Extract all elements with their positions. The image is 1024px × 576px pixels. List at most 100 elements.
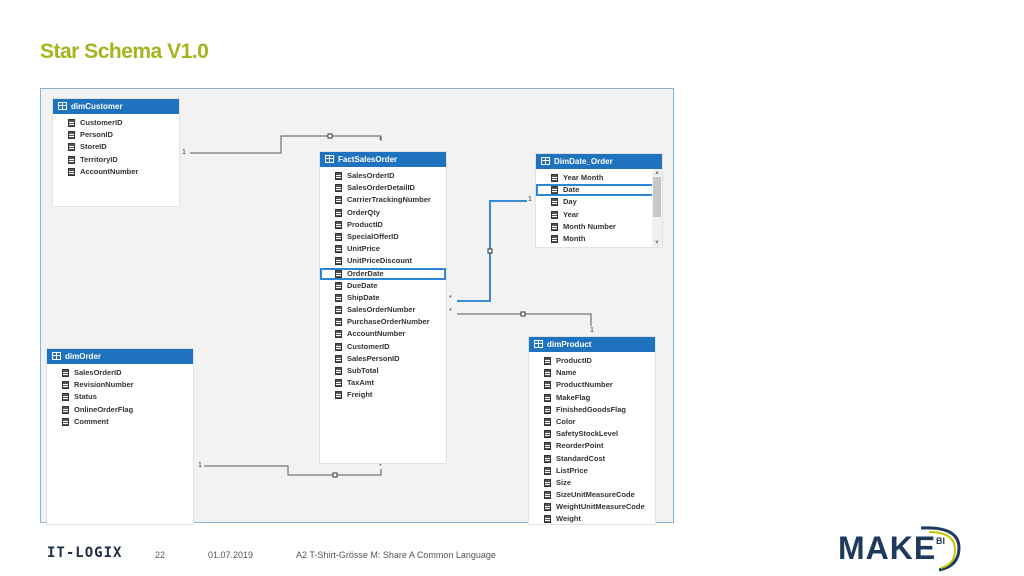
relationship-product-handle [520, 311, 526, 317]
column-row[interactable]: SpecialOfferID [320, 231, 446, 243]
column-icon [544, 430, 551, 439]
column-row[interactable]: AccountNumber [53, 166, 179, 178]
column-icon [68, 119, 75, 127]
cardinality-order-many: * [379, 463, 382, 470]
table-name: dimCustomer [71, 102, 123, 111]
column-icon [544, 357, 551, 365]
table-scrollbar[interactable]: ▲ ▼ [652, 169, 662, 247]
column-row[interactable]: SalesOrderID [320, 170, 446, 182]
column-row[interactable]: ShipDate [320, 292, 446, 304]
column-row[interactable]: Year [536, 209, 662, 221]
table-name: dimOrder [65, 352, 102, 361]
column-row[interactable]: CustomerID [53, 117, 179, 129]
table-header[interactable]: dimCustomer [53, 99, 179, 114]
column-row[interactable]: PurchaseOrderNumber [320, 316, 446, 328]
column-row[interactable]: Year Month [536, 172, 662, 184]
column-row[interactable]: FinishedGoodsFlag [529, 404, 655, 416]
column-row[interactable]: Date [536, 184, 662, 197]
column-row[interactable]: ProductID [529, 355, 655, 367]
column-row[interactable]: Weight [529, 513, 655, 525]
column-row[interactable]: StoreID [53, 141, 179, 153]
column-row[interactable]: Name [529, 367, 655, 379]
column-row[interactable]: OrderQty [320, 207, 446, 219]
column-row[interactable]: OrderDate [320, 267, 446, 280]
column-row[interactable]: StandardCost [529, 453, 655, 465]
column-row[interactable]: SalesOrderID [47, 367, 193, 379]
column-row[interactable]: Status [47, 391, 193, 403]
column-name: Freight [347, 390, 373, 400]
column-icon [62, 381, 69, 390]
column-name: ProductID [556, 356, 592, 365]
scroll-up-icon[interactable]: ▲ [654, 170, 660, 176]
table-name: dimProduct [547, 340, 592, 349]
column-icon [335, 281, 342, 290]
cardinality-customer-many: * [379, 137, 382, 144]
table-header[interactable]: dimProduct [529, 337, 655, 352]
column-row[interactable]: ListPrice [529, 465, 655, 477]
scroll-thumb[interactable] [653, 177, 661, 217]
column-row[interactable]: OnlineOrderFlag [47, 404, 193, 416]
table-header[interactable]: DimDate_Order [536, 154, 662, 169]
column-icon [335, 342, 342, 351]
column-row[interactable]: MakeFlag [529, 392, 655, 404]
column-row[interactable]: SalesOrderNumber [320, 304, 446, 316]
column-row[interactable]: PersonID [53, 129, 179, 141]
column-name: SalesOrderID [347, 171, 395, 180]
column-row[interactable]: TaxAmt [320, 377, 446, 389]
column-row[interactable]: Day [536, 196, 662, 208]
column-icon [544, 442, 551, 451]
column-row[interactable]: SubTotal [320, 365, 446, 377]
scroll-down-icon[interactable]: ▼ [654, 240, 660, 246]
column-row[interactable]: CustomerID [320, 341, 446, 353]
column-row[interactable]: UnitPrice [320, 243, 446, 255]
column-icon [68, 131, 75, 140]
column-row[interactable]: TerritoryID [53, 154, 179, 166]
column-name: OrderDate [347, 268, 384, 278]
column-row[interactable]: SafetyStockLevel [529, 428, 655, 440]
column-row[interactable]: Freight [320, 389, 446, 401]
column-row[interactable]: RevisionNumber [47, 379, 193, 391]
column-row[interactable]: SizeUnitMeasureCode [529, 489, 655, 501]
column-row[interactable]: ReorderPoint [529, 440, 655, 452]
column-name: PurchaseOrderNumber [347, 317, 430, 327]
relationship-customer-handle [327, 133, 333, 139]
table-name: DimDate_Order [554, 157, 613, 166]
column-row[interactable]: Month [536, 233, 662, 245]
table-header[interactable]: FactSalesOrder [320, 152, 446, 167]
column-row[interactable]: UnitPriceDiscount [320, 255, 446, 267]
column-name: SafetyStockLevel [556, 429, 619, 439]
page-number: 22 [155, 550, 166, 560]
column-name: ReorderPoint [556, 441, 604, 451]
column-name: SalesOrderDetailID [347, 183, 415, 193]
column-row[interactable]: AccountNumber [320, 328, 446, 340]
column-row[interactable]: DueDate [320, 280, 446, 292]
column-name: SizeUnitMeasureCode [556, 490, 635, 500]
column-row[interactable]: ProductID [320, 219, 446, 231]
column-row[interactable]: SalesOrderDetailID [320, 182, 446, 194]
column-row[interactable]: CarrierTrackingNumber [320, 194, 446, 206]
column-row[interactable]: WeightUnitMeasureCode [529, 501, 655, 513]
table-factsalesorder[interactable]: FactSalesOrder SalesOrderID SalesOrderDet… [320, 152, 446, 463]
table-header[interactable]: dimOrder [47, 349, 193, 364]
column-icon [544, 466, 551, 475]
column-name: RevisionNumber [74, 380, 134, 390]
column-row[interactable]: Comment [47, 416, 193, 428]
column-name: OrderQty [347, 207, 380, 217]
column-icon [551, 210, 558, 219]
column-row[interactable]: ProductNumber [529, 379, 655, 391]
column-row[interactable]: Size [529, 477, 655, 489]
logo-arc-icon [920, 526, 961, 572]
column-row[interactable]: Month Number [536, 221, 662, 233]
table-icon [534, 340, 543, 348]
relationship-customer-line [190, 135, 382, 154]
column-icon [62, 405, 69, 414]
column-icon [335, 220, 342, 229]
column-row[interactable]: Color [529, 416, 655, 428]
column-row[interactable]: SalesPersonID [320, 353, 446, 365]
